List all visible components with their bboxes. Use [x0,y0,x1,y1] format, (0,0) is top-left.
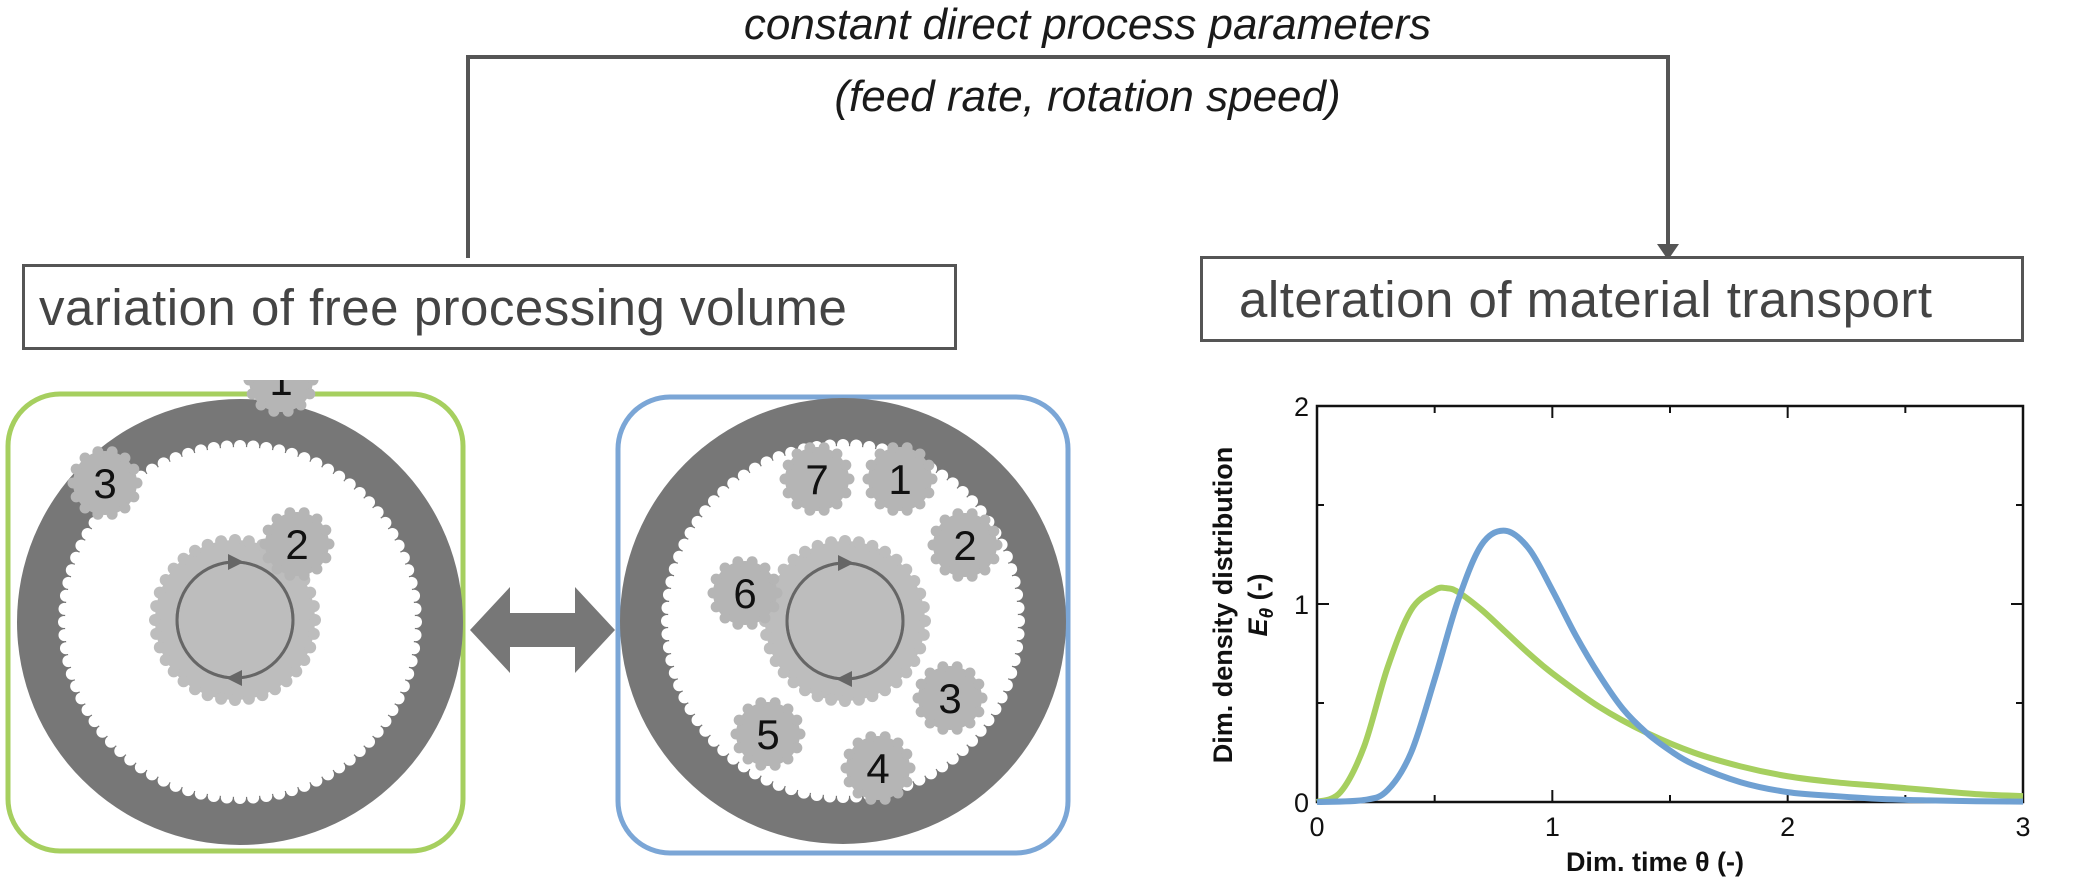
header-line-1: constant direct process parameters [743,0,1432,49]
spindle-right-1: 1 [862,442,938,516]
spindle-left-1-label: 1 [269,380,292,404]
chart-series-line-1 [1315,584,2024,805]
spindle-right-3: 3 [912,661,988,735]
extruder-left: 1 2 3 [5,380,466,854]
chart-axes: 0 1 2 3 0 1 2 [1294,392,2031,842]
chart-xlabel: Dim. time θ (-) [1566,847,1744,877]
chart-xtick-label: 2 [1780,812,1795,842]
extruder-right: 12 3 4 5 6 7 [615,394,1071,856]
chart-ytick-label: 2 [1294,392,1309,422]
central-spindle-right [759,535,931,707]
spindle-left-2: 2 [259,507,335,581]
spindle-right-6-label: 6 [733,570,756,617]
chart-xtick-label: 0 [1309,812,1324,842]
chart-ytick-label: 1 [1294,590,1309,620]
left-label-text: variation of free processing volume [39,278,848,336]
chart-xtick-label: 3 [2015,812,2030,842]
spindle-right-7: 7 [779,442,855,516]
header-line-2: (feed rate, rotation speed) [834,72,1341,121]
spindle-right-4: 4 [840,731,916,805]
chart-ytick-label: 0 [1294,788,1309,818]
connector-arrowhead-icon [1657,244,1679,260]
left-label-box: variation of free processing volume [22,264,957,350]
rtd-chart: 0 1 2 3 0 1 2 Dim. density distribution Eθ (-)… [1208,392,2031,877]
spindle-right-5: 5 [730,697,806,771]
right-label-box: alteration of material transport [1200,256,2024,342]
rotation-arrow-icon [234,560,295,680]
spindle-right-3-label: 3 [938,675,961,722]
spindle-right-2: 2 [927,508,1003,582]
spindle-right-4-label: 4 [866,745,889,792]
double-arrow-icon [470,587,615,673]
spindle-left-2-label: 2 [285,521,308,568]
spindle-right-5-label: 5 [756,711,779,758]
chart-ylabel-line2: Eθ (-) [1243,573,1278,636]
right-label-text: alteration of material transport [1239,270,1933,328]
spindle-right-1-label: 1 [888,456,911,503]
chart-xtick-label: 1 [1545,812,1560,842]
spindle-right-2-label: 2 [953,522,976,569]
spindle-left-1: 1 [243,380,319,417]
chart-ylabel-line1: Dim. density distribution [1208,447,1238,764]
spindle-left-3: 3 [67,446,143,520]
chart-series-line-2 [1316,527,2024,805]
spindle-right-7-label: 7 [805,456,828,503]
spindle-right-6: 6 [707,556,783,630]
spindle-left-3-label: 3 [93,460,116,507]
chart-series [1315,527,2024,805]
connector-path [466,55,1670,258]
central-spindle-left [149,534,321,706]
